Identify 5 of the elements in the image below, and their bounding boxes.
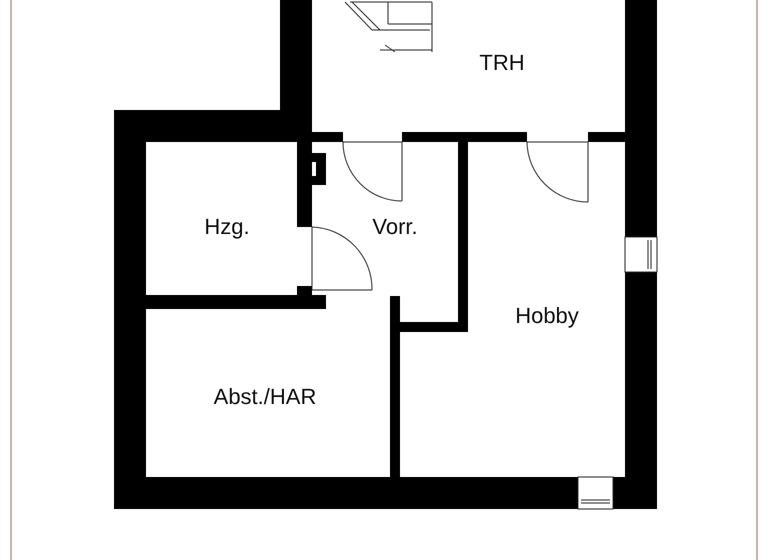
room-label: TRH (479, 50, 525, 76)
room-label: Hzg. (204, 214, 250, 240)
room-label: Vorr. (372, 214, 418, 240)
room-label: Abst./HAR (214, 384, 316, 410)
room-label: Hobby (515, 303, 579, 329)
